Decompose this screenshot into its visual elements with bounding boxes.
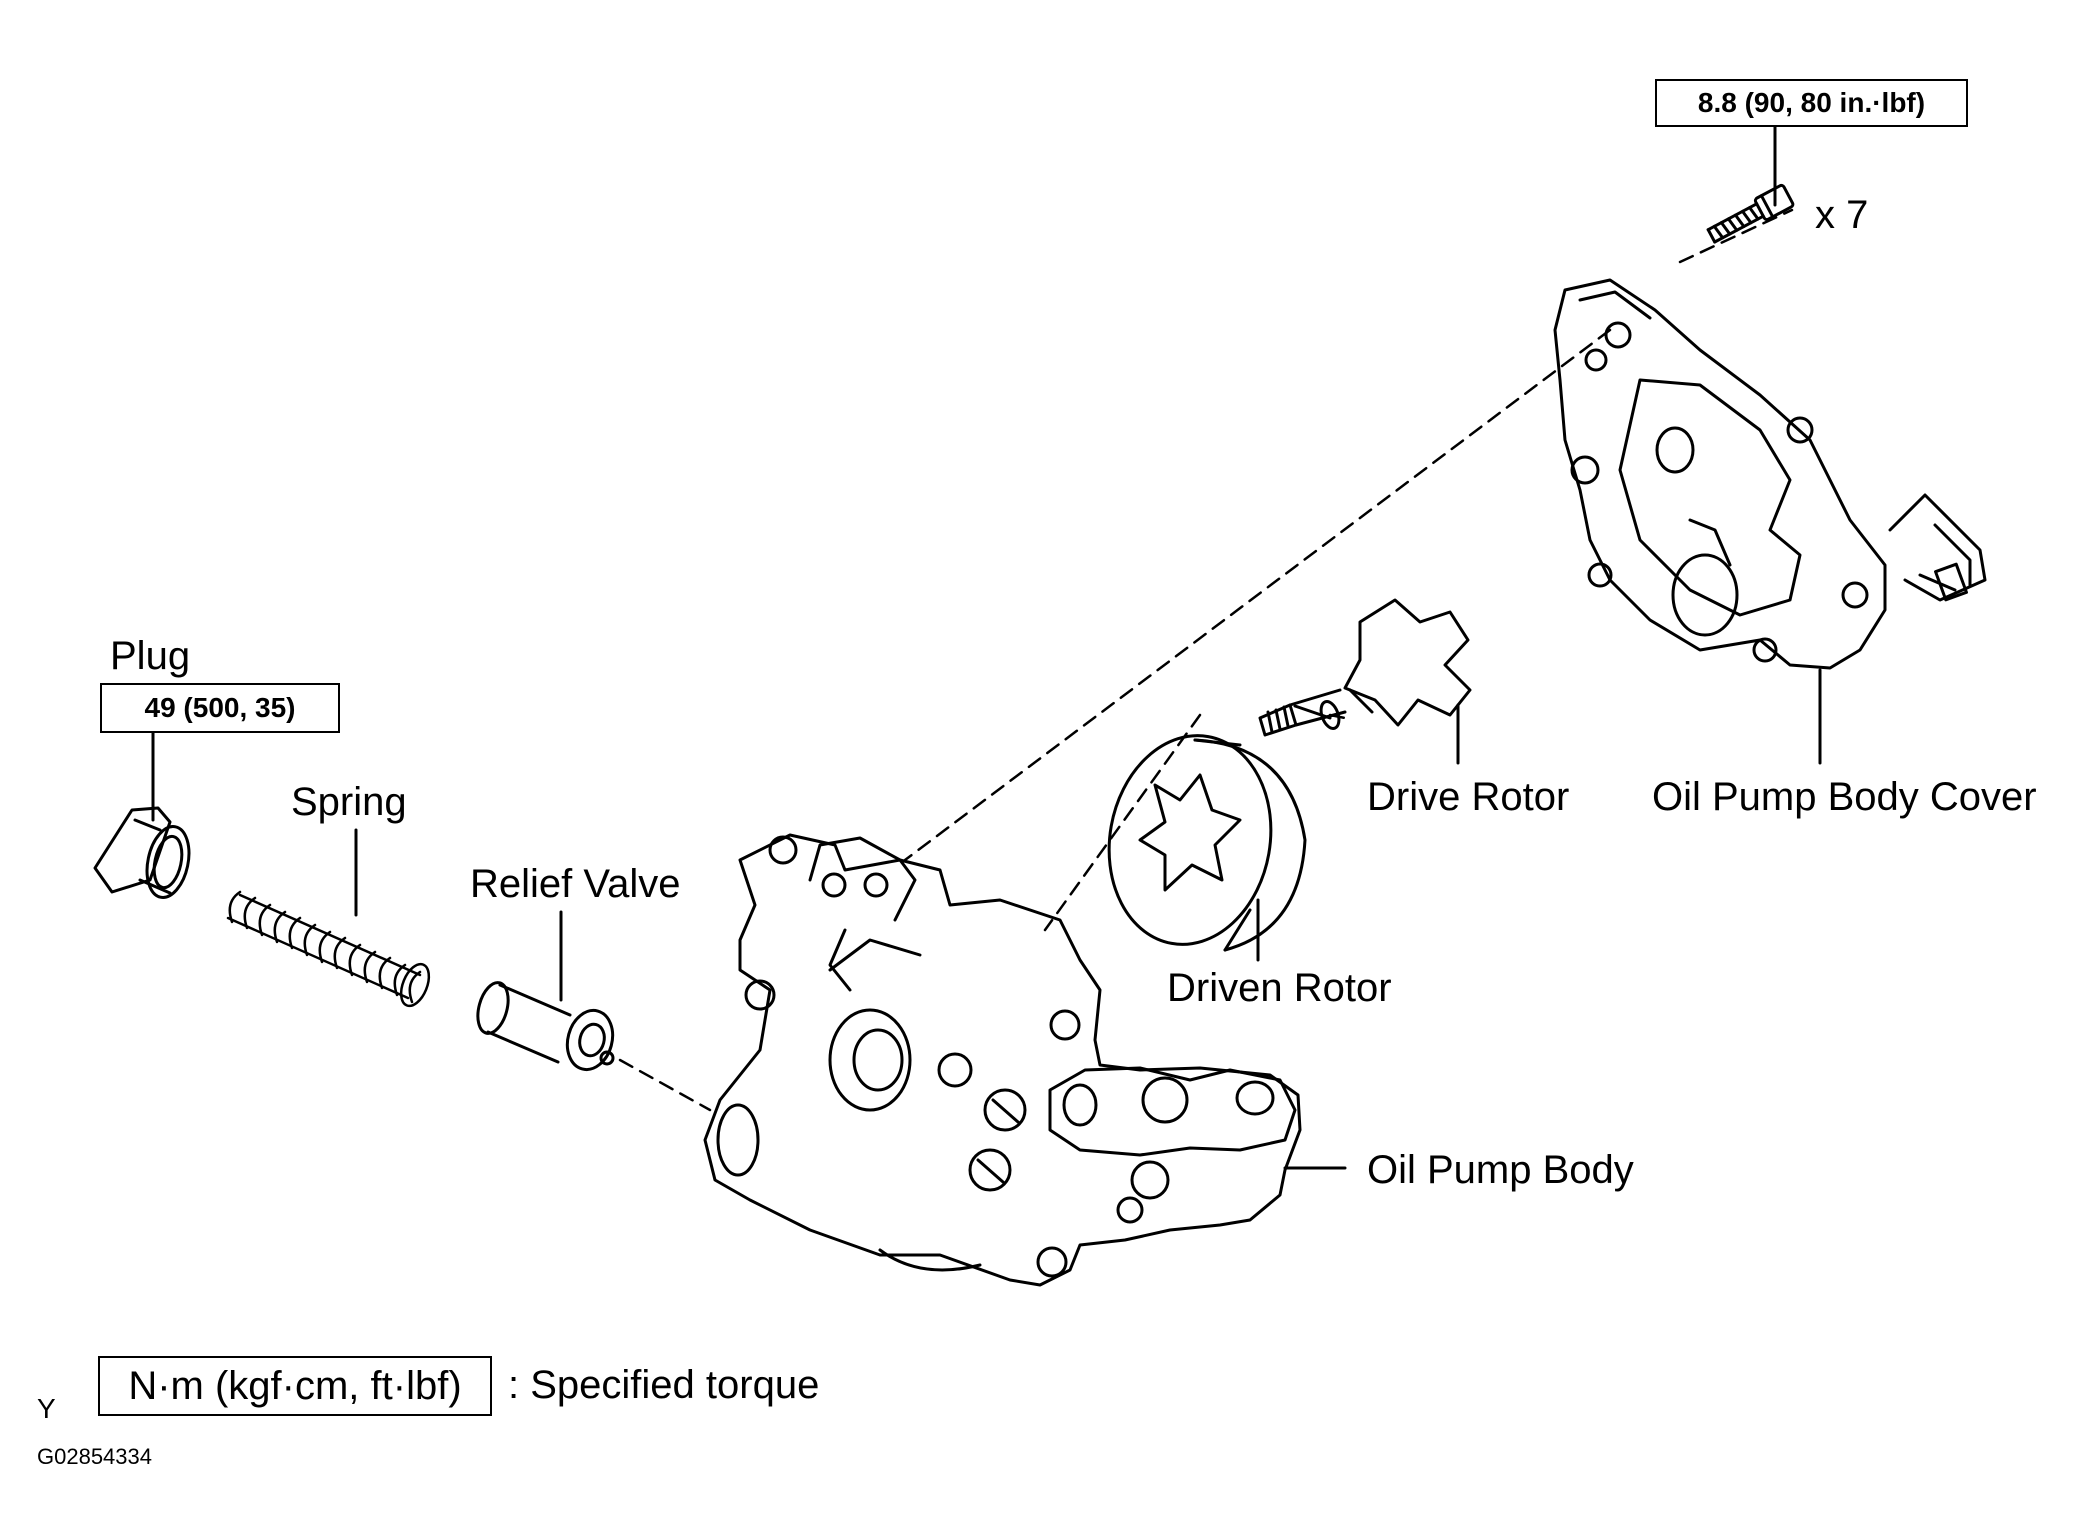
plug-torque-box: 49 (500, 35) (100, 683, 340, 733)
torque-unit-legend: N·m (kgf·cm, ft·lbf) (128, 1364, 462, 1408)
spring-icon (226, 890, 431, 1008)
label-driven-rotor: Driven Rotor (1167, 966, 1392, 1010)
bolt-icon (1706, 183, 1795, 244)
bolt-quantity: x 7 (1815, 193, 1869, 237)
torque-legend-meaning: : Specified torque (508, 1363, 820, 1407)
drive-rotor-icon (1258, 598, 1472, 737)
label-oil-pump-body-cover: Oil Pump Body Cover (1652, 775, 2037, 819)
label-oil-pump-body: Oil Pump Body (1367, 1148, 1634, 1192)
label-drive-rotor: Drive Rotor (1367, 775, 1570, 819)
leader-lines (151, 120, 1822, 1170)
plug-icon (93, 806, 191, 899)
torque-unit-legend-box: N·m (kgf·cm, ft·lbf) (98, 1356, 492, 1416)
oil-pump-body-cover-icon (1553, 278, 1987, 670)
label-plug: Plug (110, 634, 191, 678)
bolt-torque-value: 8.8 (90, 80 in.·lbf) (1697, 87, 1926, 118)
driven-rotor-icon (1107, 734, 1307, 952)
figure-code: G02854334 (37, 1444, 152, 1469)
bolt-torque-box: 8.8 (90, 80 in.·lbf) (1655, 79, 1968, 127)
label-relief-valve: Relief Valve (470, 862, 681, 906)
oil-pump-body-icon (703, 833, 1302, 1287)
plug-torque-value: 49 (500, 35) (144, 692, 296, 723)
relief-valve-icon (476, 981, 615, 1072)
footer-letter: Y (37, 1393, 56, 1424)
label-spring: Spring (291, 780, 407, 824)
